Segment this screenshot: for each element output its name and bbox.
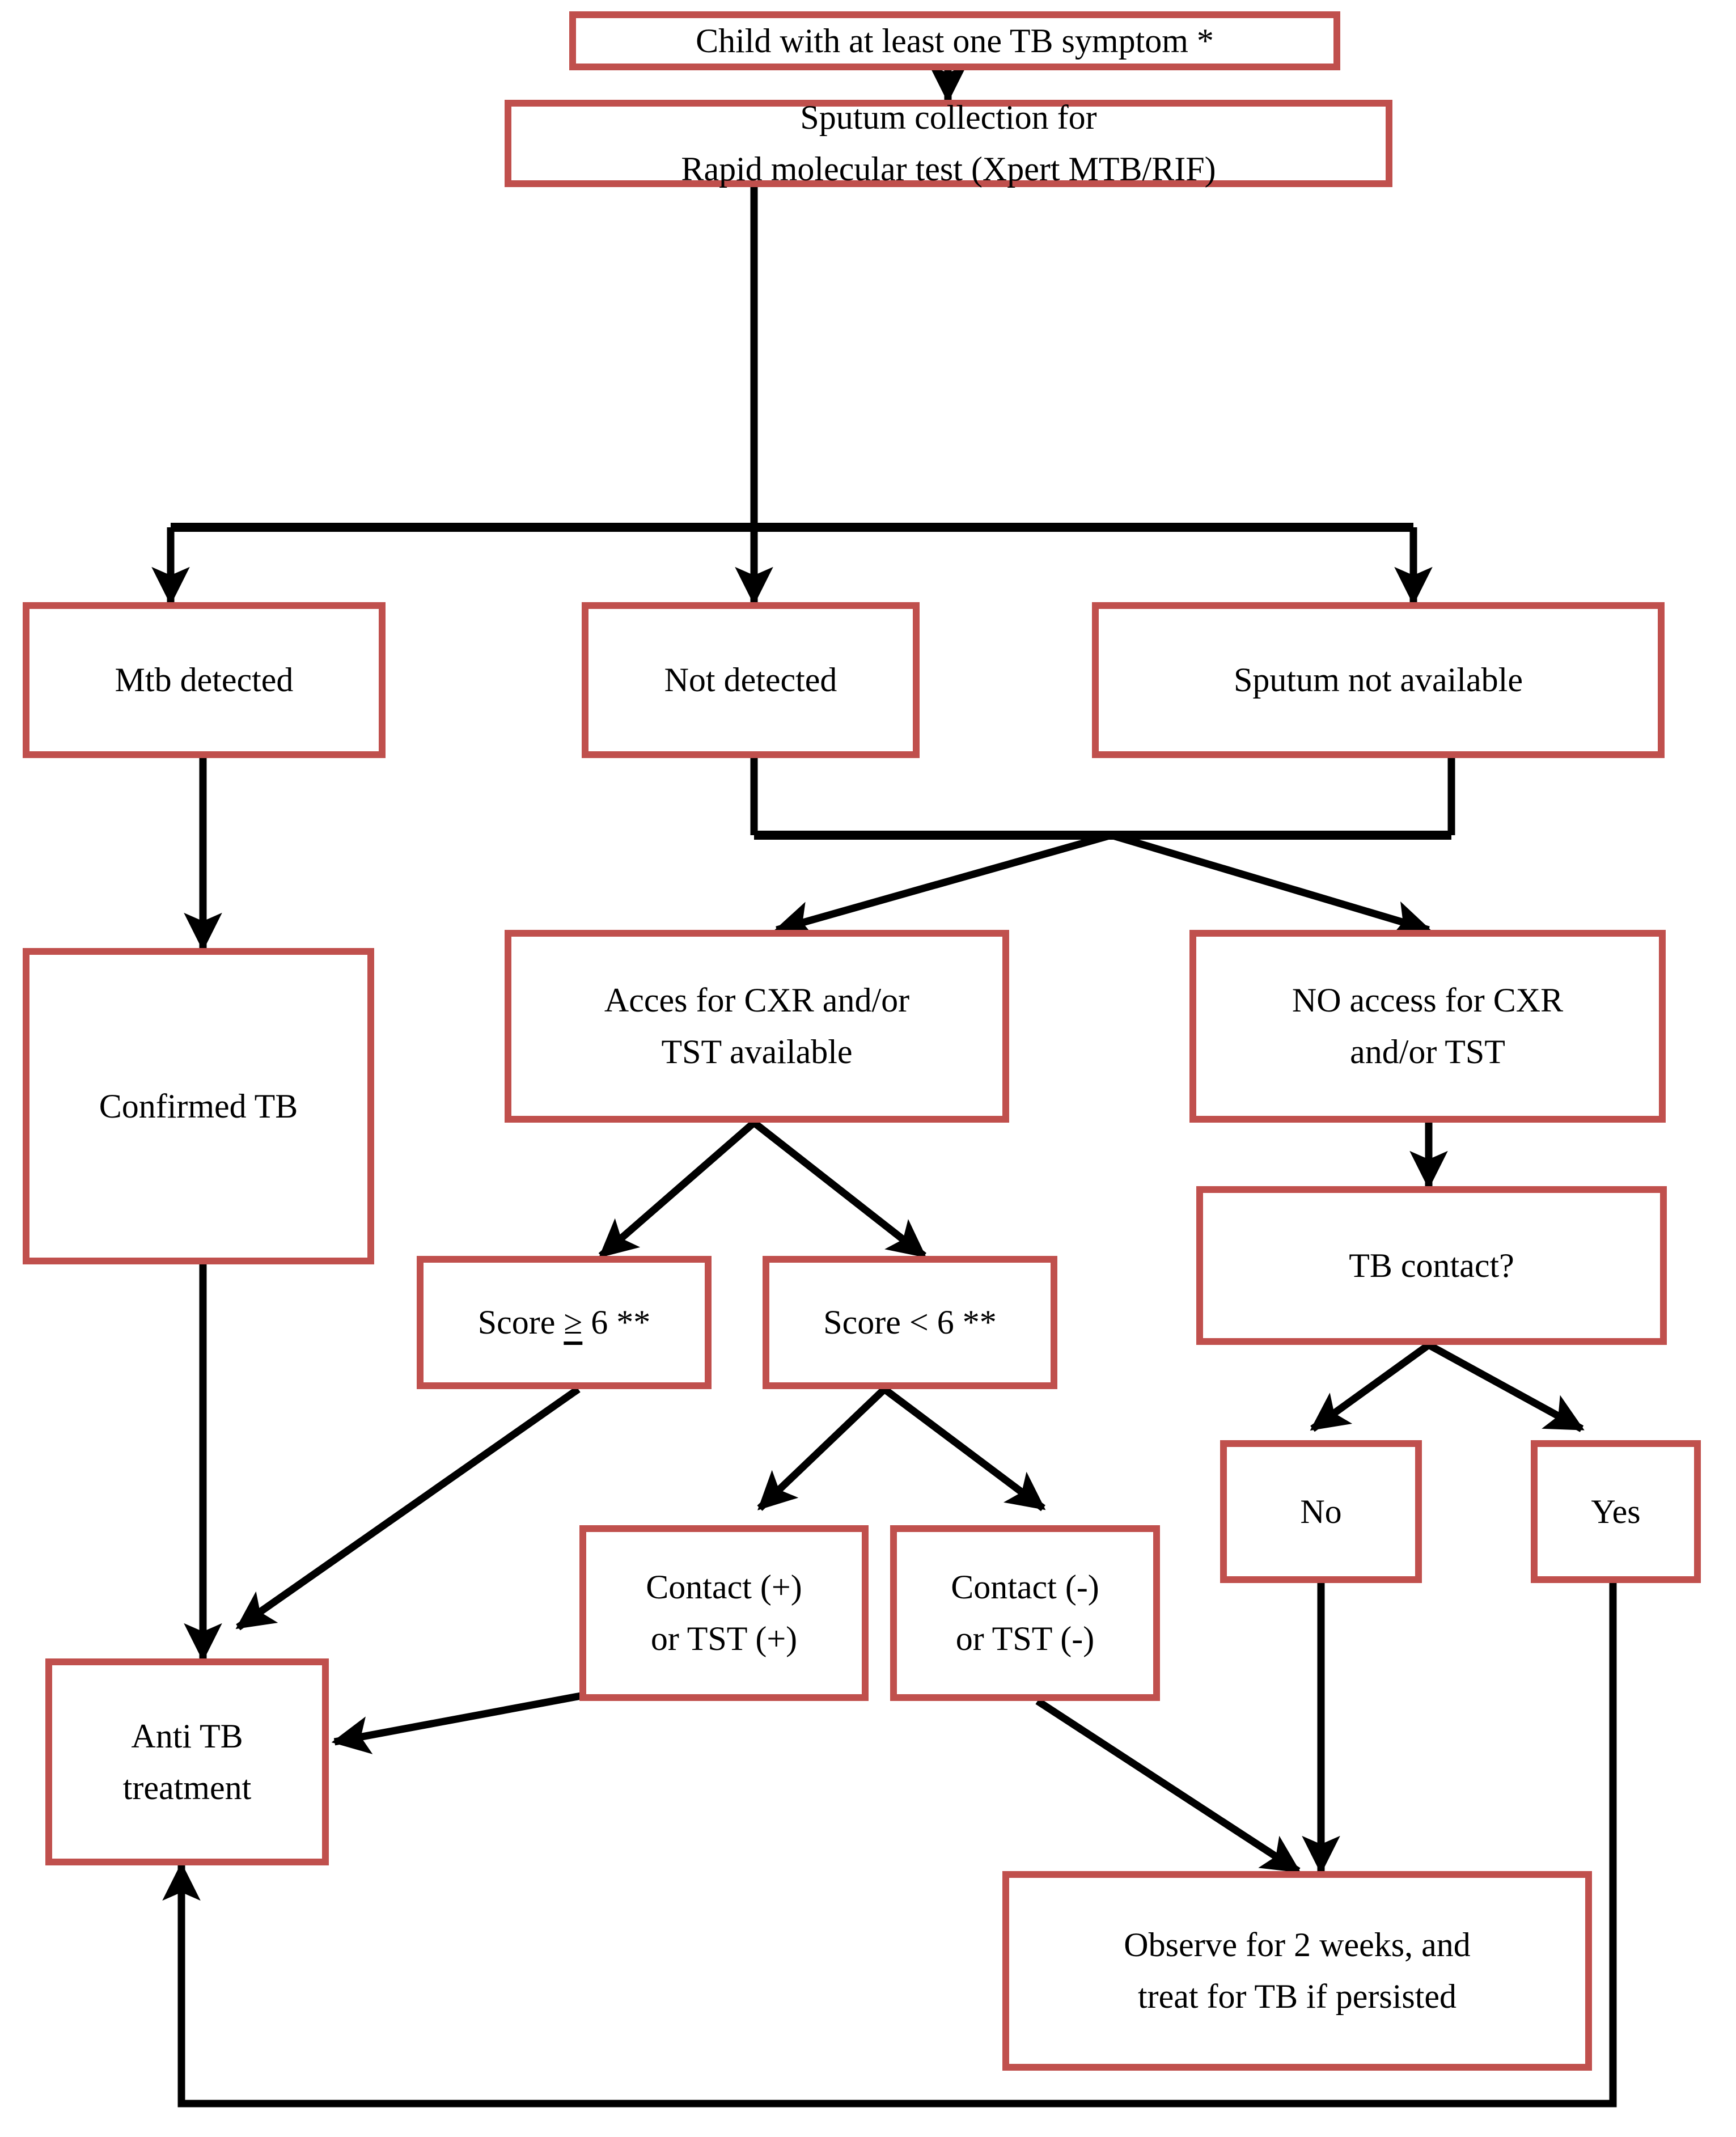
node-no-access-cxr-tst[interactable]: NO access for CXR and/or TST — [1189, 930, 1666, 1123]
node-label: Mtb detected — [115, 661, 294, 699]
node-label: Confirmed TB — [99, 1087, 298, 1125]
edge-contactneg-to-observe — [1035, 1698, 1301, 1874]
edge-access-to-score-ge6 — [598, 1120, 757, 1259]
node-label-line1: Sputum collection for — [800, 99, 1097, 136]
node-label: Sputum not available — [1234, 661, 1523, 699]
node-contact-yes[interactable]: Yes — [1531, 1440, 1701, 1583]
score-prefix: Score — [477, 1304, 564, 1341]
edge-tbcontact-to-no — [1310, 1342, 1431, 1432]
node-label-line1: Anti TB — [131, 1717, 243, 1755]
node-label-line2: treat for TB if persisted — [1137, 1978, 1457, 2015]
edge-scorelt6-to-contact-neg — [882, 1386, 1046, 1512]
node-label: TB contact? — [1349, 1246, 1514, 1284]
node-label-line2: Rapid molecular test (Xpert MTB/RIF) — [681, 150, 1216, 188]
node-sputum-collection[interactable]: Sputum collection for Rapid molecular te… — [505, 100, 1392, 187]
node-score-greater-equal-6[interactable]: Score ≥ 6 ** — [417, 1256, 712, 1389]
edge-merge-to-access-cxr — [773, 831, 1112, 939]
node-label-line2: or TST (-) — [955, 1620, 1095, 1657]
edge-access-to-score-lt6 — [751, 1119, 927, 1259]
node-label-line2: TST available — [661, 1033, 853, 1070]
node-label: Yes — [1591, 1492, 1641, 1530]
node-contact-no[interactable]: No — [1220, 1440, 1422, 1583]
node-label: Score < 6 ** — [823, 1304, 997, 1341]
node-anti-tb-treatment[interactable]: Anti TB treatment — [45, 1658, 329, 1865]
node-tb-contact-question[interactable]: TB contact? — [1196, 1186, 1667, 1345]
node-label-line1: Contact (-) — [951, 1568, 1099, 1606]
node-label: Child with at least one TB symptom * — [696, 22, 1214, 60]
node-label-line1: NO access for CXR — [1292, 981, 1564, 1019]
node-contact-negative[interactable]: Contact (-) or TST (-) — [890, 1525, 1160, 1701]
node-not-detected[interactable]: Not detected — [582, 602, 920, 758]
node-access-cxr-tst[interactable]: Acces for CXR and/or TST available — [505, 930, 1009, 1123]
greater-equal-symbol: ≥ — [564, 1304, 583, 1341]
node-label-line2: treatment — [122, 1768, 252, 1806]
node-contact-positive[interactable]: Contact (+) or TST (+) — [579, 1525, 869, 1701]
node-label-line2: and/or TST — [1350, 1033, 1505, 1070]
node-child-with-tb-symptom[interactable]: Child with at least one TB symptom * — [569, 11, 1340, 70]
node-sputum-not-available[interactable]: Sputum not available — [1092, 602, 1665, 758]
node-label-line1: Acces for CXR and/or — [604, 981, 910, 1019]
node-label-line1: Contact (+) — [646, 1568, 802, 1606]
score-suffix: 6 ** — [582, 1304, 651, 1341]
node-observe-two-weeks[interactable]: Observe for 2 weeks, and treat for TB if… — [1002, 1871, 1592, 2071]
edge-scorege6-to-antitb — [235, 1386, 581, 1631]
edge-merge-to-no-access-cxr — [1110, 831, 1432, 938]
node-label: Score ≥ 6 ** — [478, 1305, 651, 1340]
edge-scorelt6-to-contact-pos — [757, 1386, 887, 1511]
node-label-line2: or TST (+) — [650, 1620, 798, 1657]
edge-contactpos-to-antitb — [331, 1691, 585, 1754]
edge-tbcontact-to-yes — [1426, 1342, 1585, 1432]
node-label-line1: Observe for 2 weeks, and — [1124, 1926, 1471, 1963]
node-label: Not detected — [664, 661, 837, 699]
node-label: No — [1300, 1492, 1342, 1530]
node-score-less-than-6[interactable]: Score < 6 ** — [763, 1256, 1057, 1389]
node-mtb-detected[interactable]: Mtb detected — [23, 602, 386, 758]
node-confirmed-tb[interactable]: Confirmed TB — [23, 948, 374, 1264]
